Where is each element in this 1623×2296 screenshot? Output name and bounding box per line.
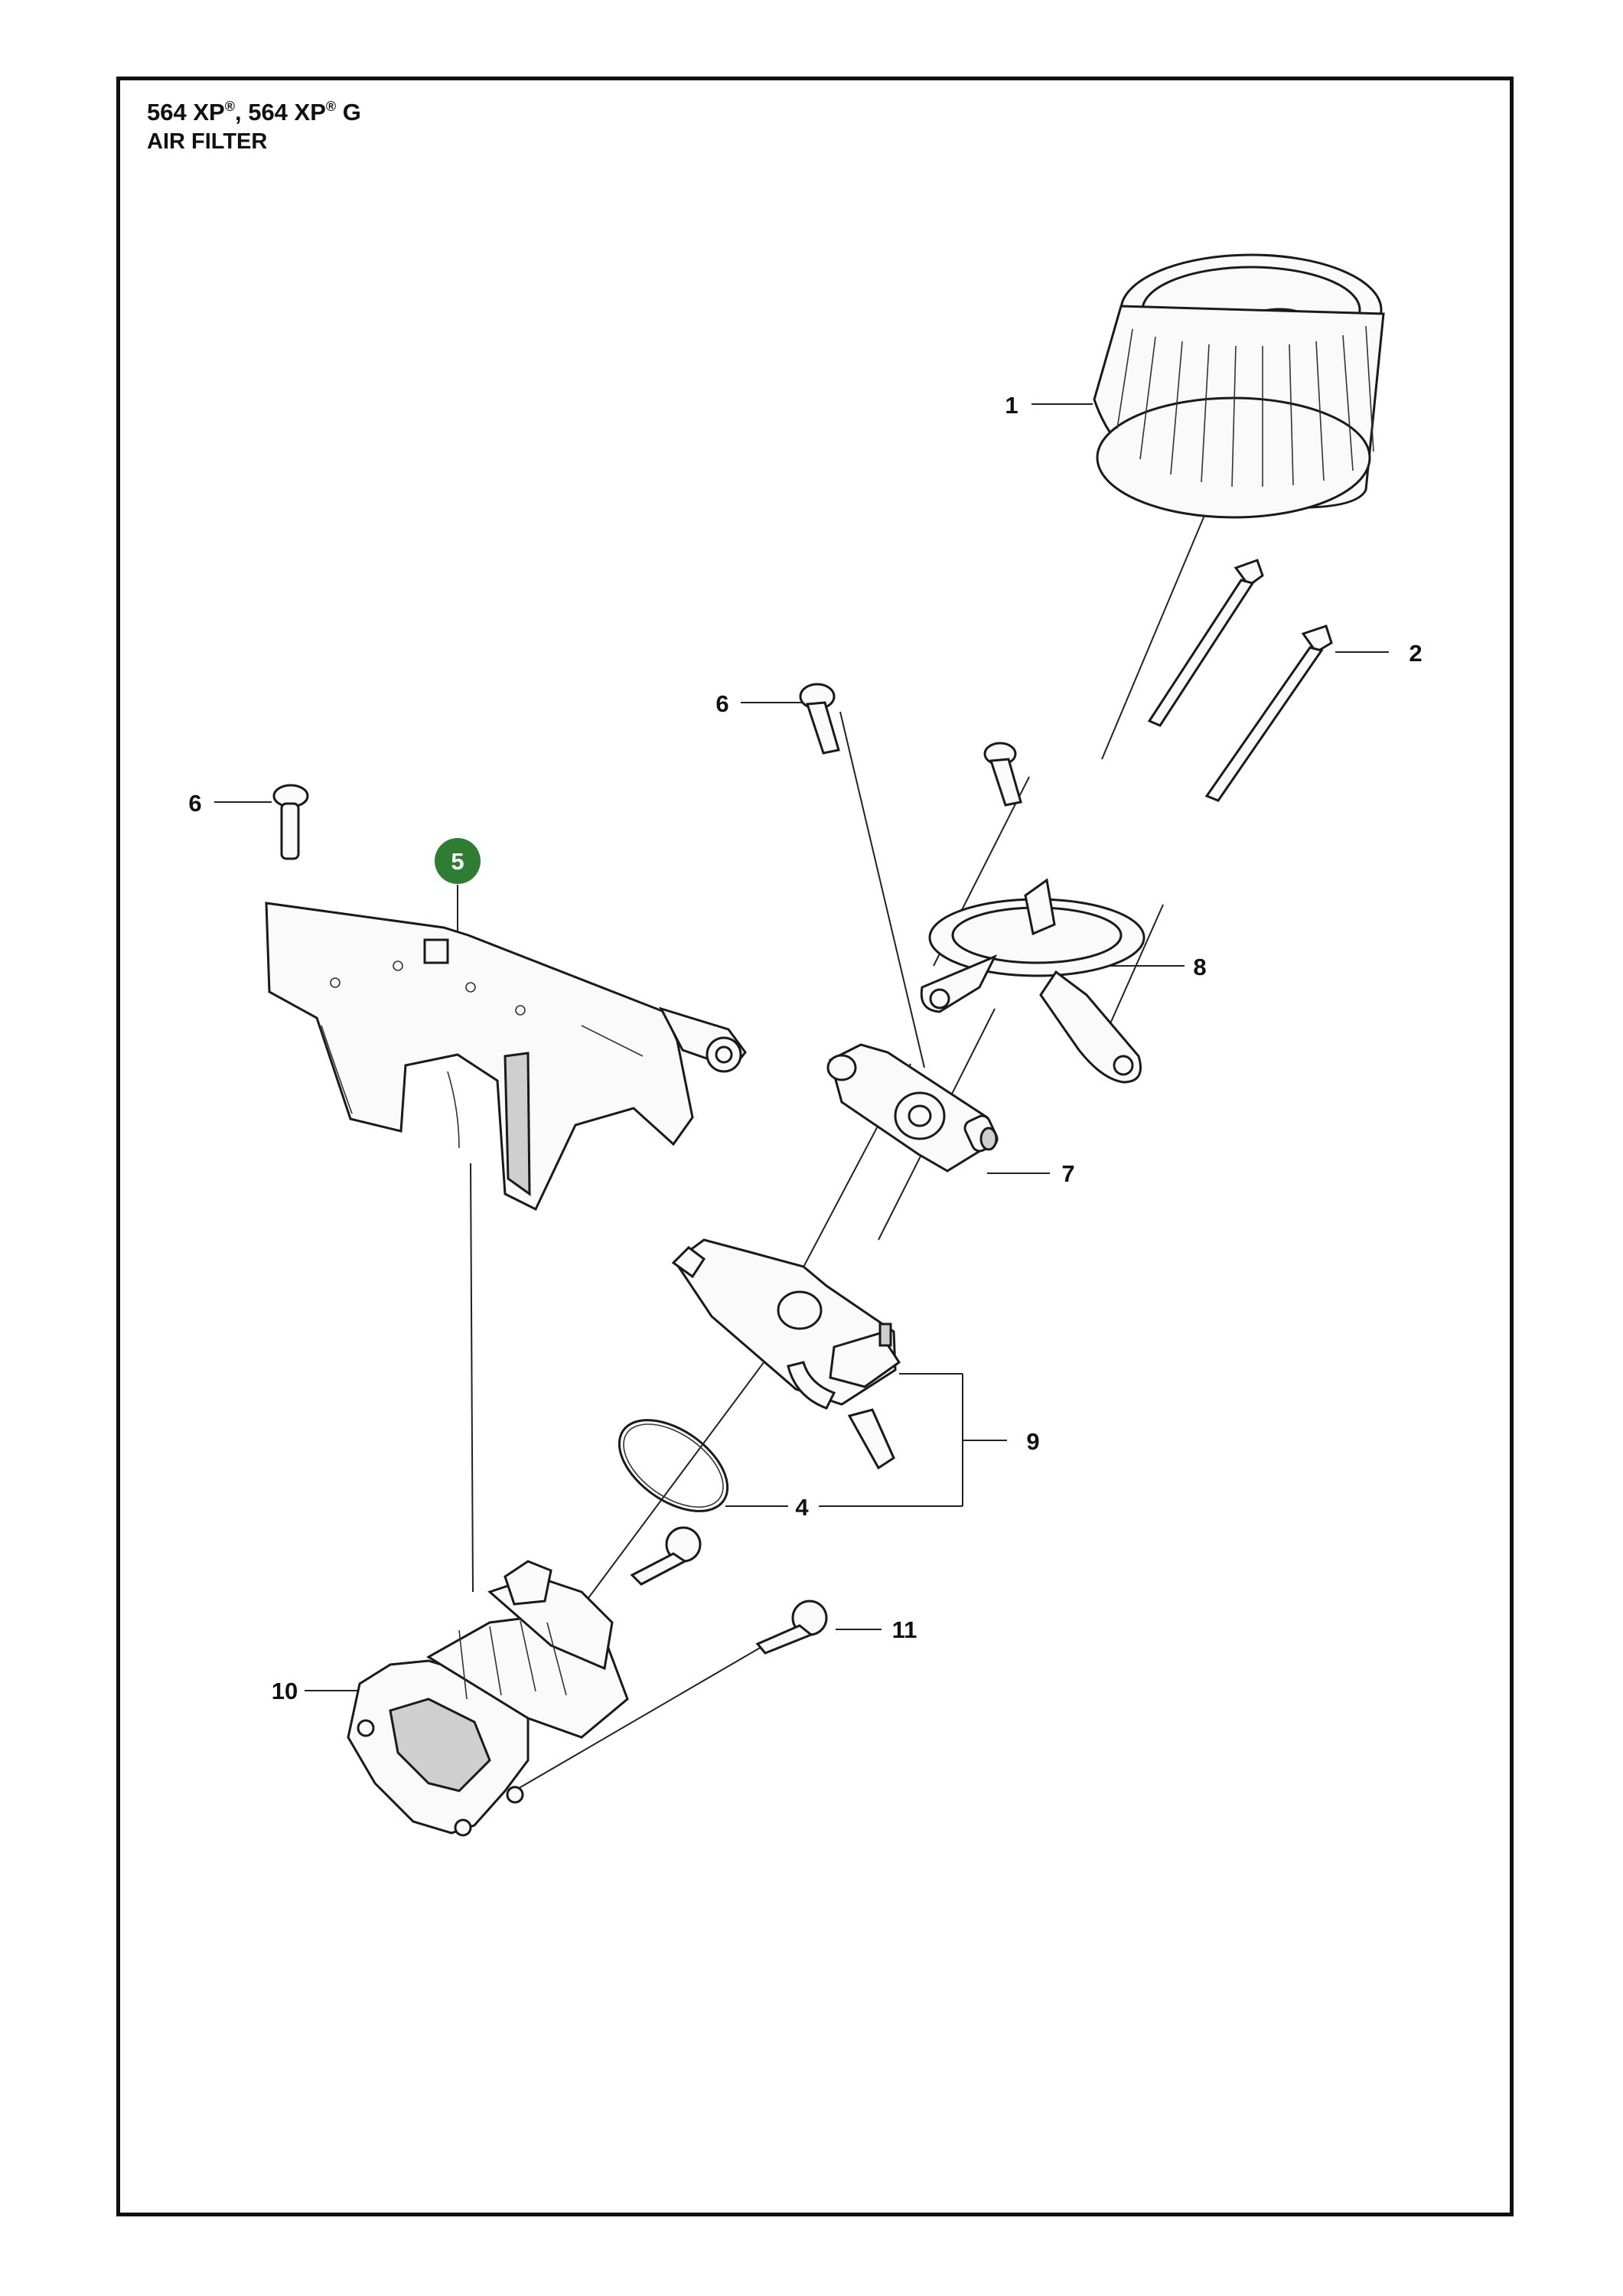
- o-ring: [618, 1419, 729, 1512]
- callout-5[interactable]: 5: [451, 848, 464, 875]
- intake-bolt-upper: [630, 1526, 702, 1586]
- title-block: 564 XP®, 564 XP® G AIR FILTER: [147, 92, 361, 156]
- callout-2[interactable]: 2: [1409, 640, 1422, 667]
- model-suffix: G: [342, 99, 361, 126]
- callout-7[interactable]: 7: [1061, 1160, 1074, 1187]
- callout-1[interactable]: 1: [1005, 392, 1018, 419]
- callout-6-left[interactable]: 6: [188, 790, 201, 817]
- drawing-frame: [116, 77, 1514, 2216]
- callout-4[interactable]: 4: [795, 1494, 809, 1521]
- screw-right: [983, 742, 1022, 807]
- leader-lines: [214, 403, 1389, 1792]
- callout-11[interactable]: 11: [892, 1616, 917, 1643]
- air-filter-cartridge: [1093, 253, 1385, 519]
- screw-left: [272, 784, 309, 860]
- callout-10[interactable]: 10: [272, 1678, 298, 1704]
- callout-8[interactable]: 8: [1193, 954, 1206, 980]
- registered-mark-a: ®: [224, 99, 235, 114]
- callout-5-badge[interactable]: [435, 838, 481, 884]
- throttle-assembly: [671, 1238, 901, 1470]
- intake-manifold: [347, 1560, 629, 1837]
- model-title: 564 XP®, 564 XP® G: [147, 92, 361, 127]
- carburetor: [826, 1043, 999, 1172]
- long-bolts: [1147, 559, 1333, 802]
- model-b: 564 XP: [248, 99, 326, 126]
- callout-6-middle[interactable]: 6: [715, 690, 728, 717]
- intake-bolt-lower: [755, 1600, 828, 1655]
- model-separator: ,: [234, 99, 249, 126]
- screw-middle: [799, 683, 840, 755]
- filter-holder: [920, 878, 1146, 1084]
- section-title: AIR FILTER: [147, 129, 268, 154]
- callouts: 1 2 4 5 6 6 7 8 9 10 11: [188, 392, 1422, 1704]
- model-a: 564 XP: [147, 99, 225, 126]
- registered-mark-b: ®: [325, 99, 337, 114]
- intake-shroud: [265, 902, 747, 1212]
- callout-9[interactable]: 9: [1026, 1428, 1039, 1455]
